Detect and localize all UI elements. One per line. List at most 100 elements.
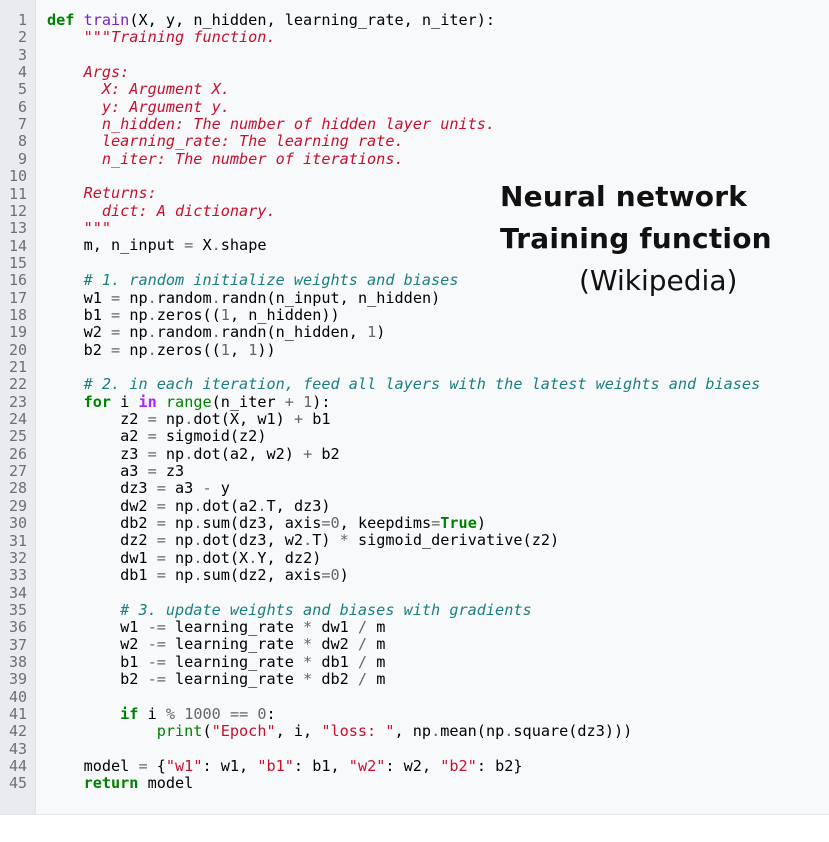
code-line: """ (47, 219, 760, 238)
code-token: "w1" (165, 756, 203, 775)
code-token: * (339, 531, 349, 550)
code-token: ) (476, 513, 486, 532)
code-token: ) (339, 566, 349, 584)
line-number: 26 (8, 444, 27, 463)
code-token: b2 (47, 670, 148, 689)
code-token: . (211, 323, 221, 342)
line-number: 41 (8, 705, 27, 723)
line-number: 45 (8, 774, 27, 793)
code-token: % (165, 704, 176, 723)
code-line: w1 -= learning_rate * dw1 / m (47, 618, 760, 637)
code-token: = (156, 548, 166, 567)
code-line: dz3 = a3 - y (47, 480, 760, 497)
line-number: 34 (8, 583, 27, 602)
code-token: / (357, 635, 368, 654)
code-token: # 1. random initialize weights and biase… (83, 271, 459, 290)
line-number: 8 (17, 132, 27, 151)
code-token: . (504, 722, 514, 741)
code-token: np (120, 305, 148, 324)
code-token (47, 115, 102, 133)
code-token: : (266, 704, 276, 723)
code-token: "Epoch" (211, 722, 276, 741)
code-token: n_hidden: The number of hidden layer uni… (101, 115, 496, 134)
code-token: . (431, 722, 441, 741)
code-token: ): (312, 392, 331, 411)
code-line: Args: (47, 63, 760, 82)
line-number: 24 (8, 410, 27, 429)
code-line: model = {"w1": w1, "b1": b1, "w2": w2, "… (47, 756, 760, 775)
code-token (175, 705, 184, 723)
code-line: z2 = np.dot(X, w1) + b1 (47, 409, 760, 428)
code-token: = (147, 461, 157, 480)
line-number: 23 (8, 392, 27, 411)
code-token: , keepdims (339, 513, 432, 532)
code-token: """ (83, 219, 112, 238)
code-token: i (111, 392, 139, 411)
line-number: 4 (17, 63, 27, 82)
code-token: , i, (275, 722, 322, 741)
code-token: , n_hidden)) (229, 305, 340, 324)
line-number: 25 (8, 427, 27, 446)
code-token: w2 (47, 635, 148, 654)
code-token: a3 (165, 479, 203, 498)
code-token (47, 271, 84, 289)
code-token (47, 774, 84, 792)
code-token: . (184, 409, 194, 428)
source-label: (Wikipedia) (579, 264, 738, 297)
line-number: 15 (8, 253, 27, 272)
code-token: = (147, 409, 157, 428)
code-token: dot(X, w1) (193, 409, 294, 428)
code-token: random (156, 323, 212, 342)
code-token: dw2 (47, 496, 157, 515)
code-token: . (147, 288, 157, 307)
code-token: # 3. update weights and biases with grad… (120, 600, 532, 619)
code-token: y (211, 479, 230, 498)
code-token: model (47, 756, 139, 775)
code-token: db2 (47, 513, 157, 532)
code-token: = (147, 427, 157, 446)
line-number: 13 (8, 219, 27, 238)
code-content: def train(X, y, n_hidden, learning_rate,… (47, 11, 760, 793)
code-line (47, 584, 760, 601)
code-token: dot(dz3, w2 (202, 531, 304, 550)
code-token: * (303, 618, 313, 637)
code-token: , (229, 340, 249, 359)
code-token: * (303, 635, 313, 654)
code-token: - (202, 479, 212, 498)
code-line: """Training function. (47, 29, 760, 46)
code-line: b2 -= learning_rate * db2 / m (47, 670, 760, 689)
code-token: . (193, 531, 203, 550)
code-token: db1 (312, 652, 358, 671)
code-token: np (165, 531, 194, 550)
code-token: dot(X (202, 548, 249, 567)
code-line (47, 47, 760, 64)
code-token: Args: (83, 63, 130, 82)
code-line: for i in range(n_iter + 1): (47, 392, 760, 411)
code-line: X: Argument X. (47, 81, 760, 98)
code-token: shape (220, 236, 267, 255)
code-token: + (293, 409, 304, 428)
line-number: 40 (8, 687, 27, 706)
code-token: 1 (303, 392, 313, 411)
code-token: if (120, 704, 139, 723)
code-token: m (367, 652, 386, 671)
code-line: dz2 = np.dot(dz3, w2.T) * sigmoid_deriva… (47, 532, 760, 549)
code-token: . (193, 566, 203, 584)
code-line: w2 -= learning_rate * dw2 / m (47, 636, 760, 653)
code-token (47, 202, 102, 220)
code-token (47, 80, 102, 98)
code-token (47, 98, 102, 116)
code-token: , np (394, 722, 432, 741)
code-token: dz2 (47, 531, 157, 550)
code-token: = (156, 479, 166, 498)
code-line (47, 359, 760, 376)
code-token: . (303, 531, 313, 550)
code-line: w2 = np.random.randn(n_hidden, 1) (47, 324, 760, 341)
code-token: return (83, 774, 139, 793)
code-token: learning_rate (165, 618, 304, 637)
code-token: w1 (47, 288, 112, 307)
line-number: 9 (17, 149, 27, 168)
line-number: 10 (8, 167, 27, 186)
code-token: print (156, 722, 203, 741)
